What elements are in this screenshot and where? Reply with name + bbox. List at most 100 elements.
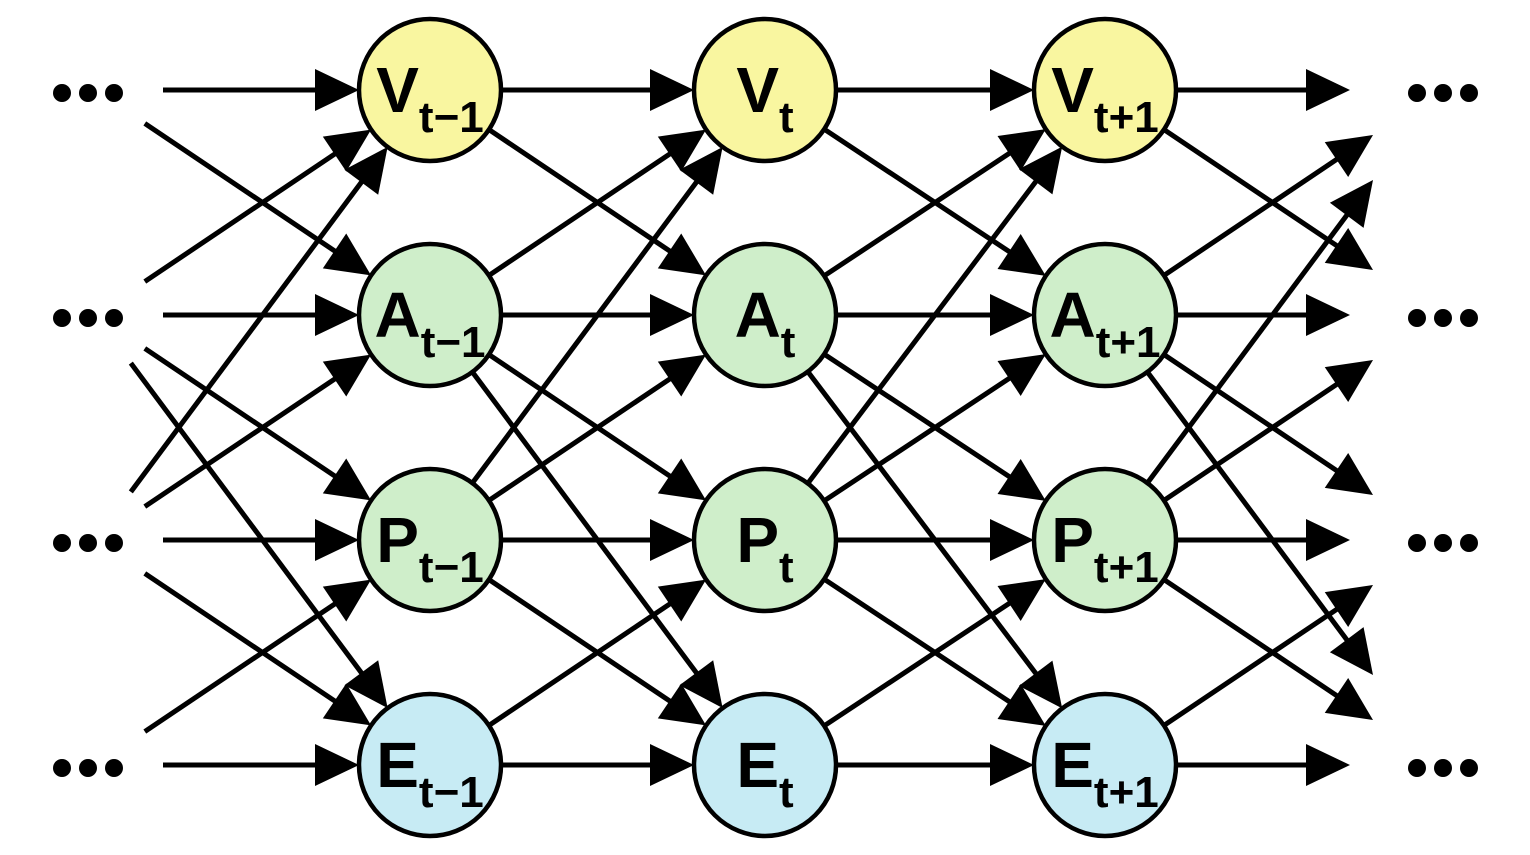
edge-P[t-1]-to-V[t] [470,146,723,485]
node-A_t: At [691,241,839,389]
edge-P[t]-to-E[t+1]-arrowhead-icon [997,684,1046,726]
edge-left-P-to-E[t-1] [143,571,372,726]
edge-A[t]-to-V[t+1]-shaft [822,146,1018,278]
edge-A[t+1]-to-right-V-arrowhead-icon [1324,135,1373,177]
node-P_t-label: Pt [736,504,794,592]
node-V_t+1-label: Vt+1 [1051,54,1159,142]
node-A_t-1-label: At−1 [374,279,485,367]
edge-left-A-to-V[t-1] [143,129,372,284]
edge-A[t-1]-to-A[t] [501,294,694,336]
node-P_t-label-sub: t [779,543,794,592]
edge-A[t-1]-to-P[t]-shaft [487,352,678,483]
node-A_t+1-label-sub: t+1 [1096,318,1161,367]
node-E_t+1-label-sub: t+1 [1094,768,1159,817]
node-A_t-1-label-sub: t−1 [421,318,486,367]
node-V_t-label-sub: t [779,93,794,142]
edge-left-P-to-A[t-1]-arrowhead-icon [322,354,372,397]
edge-left-A-to-V[t-1]-arrowhead-icon [322,129,372,172]
edge-left-V-to-V[t-1] [163,69,359,111]
edge-P[t]-to-V[t+1]-shaft [805,173,1043,485]
edge-A[t]-to-P[t+1] [822,352,1046,501]
edge-P[t]-to-P[t+1] [836,519,1034,561]
edge-A[t]-to-A[t+1]-arrowhead-icon [990,294,1034,336]
node-A_t+1-label-main: A [1049,279,1095,351]
edge-left-V-to-A[t-1] [143,121,372,276]
edge-V[t-1]-to-A[t]-arrowhead-icon [657,233,707,276]
node-A_t-circle [691,241,839,389]
edge-A[t-1]-to-P[t]-arrowhead-icon [657,458,707,501]
ellipsis-dot-icon [1460,84,1478,102]
edge-left-V-to-V[t-1]-arrowhead-icon [315,69,359,111]
edge-V[t]-to-A[t+1] [822,127,1046,276]
node-A_t-1: At−1 [356,241,504,389]
edge-left-P-to-A[t-1] [143,354,372,509]
edge-P[t]-to-A[t+1]-arrowhead-icon [997,354,1046,396]
node-P_t+1: Pt+1 [1031,466,1179,614]
ellipsis-dot-icon [105,534,123,552]
ellipsis-dot-icon [1408,534,1426,552]
ellipsis-dot-icon [1434,759,1452,777]
edge-left-A-to-E[t-1]-shaft [128,361,369,681]
edge-E[t]-to-P[t+1] [822,579,1046,728]
node-E_t-label-main: E [736,729,779,801]
node-A_t+1-circle [1031,241,1179,389]
node-V_t-label-main: V [736,54,779,126]
edge-A[t]-to-V[t+1]-arrowhead-icon [997,129,1046,171]
ellipsis-dot-icon [1408,309,1426,327]
node-E_t: Et [691,691,839,839]
edge-P[t-1]-to-A[t] [487,354,707,503]
ellipsis-left-V [53,84,123,102]
node-E_t-label-sub: t [779,768,794,817]
ellipsis-dot-icon [1460,309,1478,327]
ellipsis-dot-icon [1460,534,1478,552]
node-P_t-circle [691,466,839,614]
edge-left-E-to-E[t-1]-arrowhead-icon [315,744,359,786]
edge-P[t+1]-to-right-E-shaft [1162,577,1345,703]
edge-P[t]-to-A[t+1]-shaft [822,371,1018,503]
edge-P[t+1]-to-right-A-arrowhead-icon [1324,360,1373,402]
edge-left-A-to-A[t-1]-arrowhead-icon [315,294,359,336]
ellipsis-right-A [1408,309,1478,327]
ellipsis-right-E [1408,759,1478,777]
edge-V[t]-to-A[t+1]-shaft [822,127,1018,259]
edge-A[t+1]-to-right-E-arrowhead-icon [1329,627,1373,675]
edge-left-E-to-P[t-1]-shaft [143,597,343,734]
node-V_t-label: Vt [736,54,794,142]
node-E_t-1-label-main: E [376,729,419,801]
edge-left-A-to-A[t-1] [163,294,359,336]
edge-left-A-to-E[t-1] [128,361,388,709]
edge-A[t]-to-P[t+1]-shaft [822,352,1018,484]
node-E_t-1-label-sub: t−1 [419,768,484,817]
node-P_t-1-circle [356,466,504,614]
edge-A[t]-to-E[t+1]-shaft [805,370,1043,682]
edge-A[t]-to-P[t+1]-arrowhead-icon [997,459,1046,501]
node-P_t-1: Pt−1 [356,466,504,614]
edge-A[t+1]-to-right-E [1145,370,1373,675]
edge-A[t]-to-E[t+1]-arrowhead-icon [1018,660,1063,709]
node-P_t-1-label-main: P [376,504,419,576]
edge-A[t+1]-to-right-A-arrowhead-icon [1306,294,1350,336]
ellipsis-dot-icon [53,759,71,777]
node-E_t-circle [691,691,839,839]
edge-E[t]-to-E[t+1]-arrowhead-icon [990,744,1034,786]
edge-left-P-to-V[t-1]-arrowhead-icon [344,146,388,195]
edge-A[t-1]-to-E[t] [470,370,723,709]
node-A_t-1-label-main: A [374,279,420,351]
node-P_t+1-circle [1031,466,1179,614]
edge-A[t+1]-to-right-A [1176,294,1350,336]
edge-P[t]-to-A[t+1] [822,354,1046,503]
edge-left-P-to-E[t-1]-shaft [143,571,343,708]
edge-A[t+1]-to-right-P [1162,352,1373,495]
edge-V[t+1]-to-right-A-shaft [1162,127,1345,253]
edge-E[t-1]-to-P[t]-arrowhead-icon [657,579,707,622]
edge-P[t-1]-to-V[t]-shaft [470,174,704,485]
ellipsis-left-P [53,534,123,552]
node-P_t-1-label: Pt−1 [376,504,484,592]
node-E_t-1-label: Et−1 [376,729,484,817]
ellipsis-dot-icon [1460,759,1478,777]
ellipsis-dot-icon [1408,759,1426,777]
ellipsis-dot-icon [1434,534,1452,552]
edge-V[t]-to-A[t+1]-arrowhead-icon [997,234,1046,276]
